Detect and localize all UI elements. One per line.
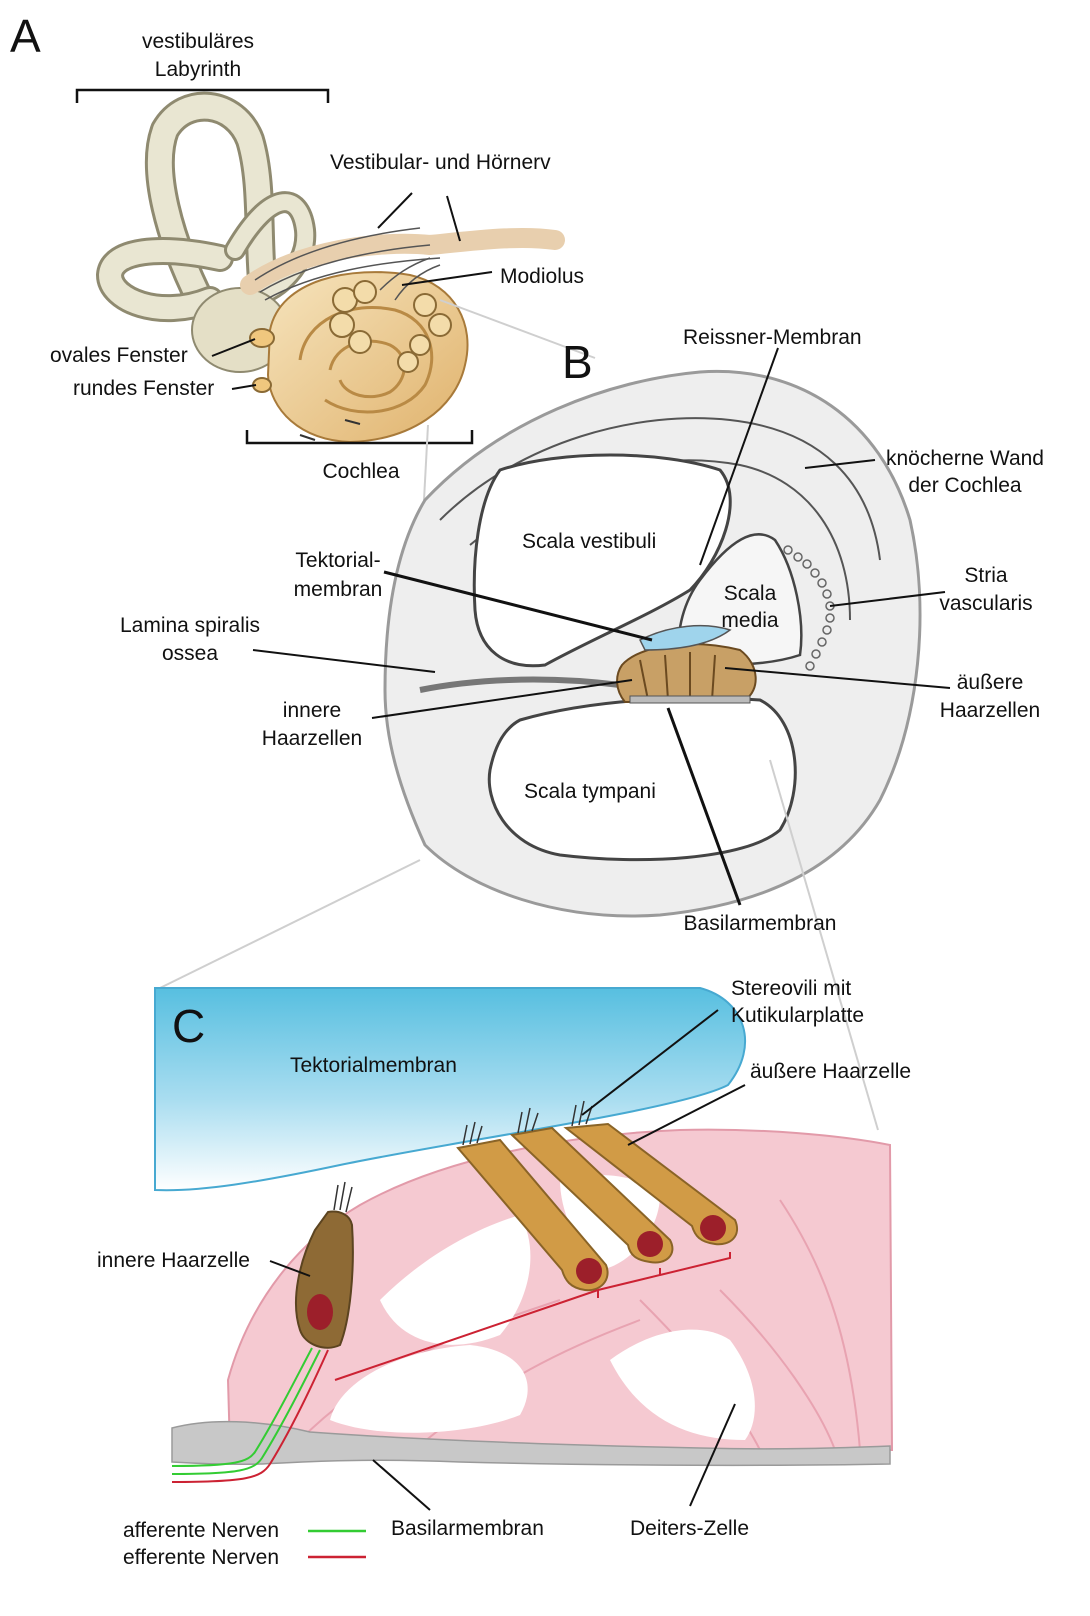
label-scala-tympani: Scala tympani: [524, 780, 656, 803]
label-stereovilli-1: Stereovili mit: [731, 977, 851, 1000]
nerve-leader-1: [378, 193, 412, 228]
label-scala-media-2: media: [721, 609, 779, 632]
panel-a-label: A: [10, 10, 41, 62]
label-inner-hair-cell: innere Haarzelle: [97, 1249, 250, 1272]
label-lamina-2: ossea: [162, 642, 218, 665]
label-outer-hair-cells-1: äußere: [957, 671, 1024, 694]
inner-hair-cell: [296, 1182, 353, 1348]
label-deiters: Deiters-Zelle: [630, 1517, 749, 1540]
label-nerve: Vestibular- und Hörnerv: [330, 151, 551, 174]
legend-efferent-label: efferente Nerven: [123, 1546, 279, 1569]
label-lamina-1: Lamina spiralis: [120, 614, 260, 637]
zoom-guide-bc-1: [160, 860, 420, 988]
label-bony-wall-1: knöcherne Wand: [886, 447, 1044, 470]
label-inner-hair-cells-2: Haarzellen: [262, 727, 362, 750]
legend-afferent-label: afferente Nerven: [123, 1519, 279, 1542]
label-scala-vestibuli: Scala vestibuli: [522, 530, 656, 553]
label-bony-wall-2: der Cochlea: [908, 474, 1022, 497]
panel-b-label: B: [562, 336, 593, 388]
label-basilar-c: Basilarmembran: [391, 1517, 544, 1540]
label-tectorial-c: Tektorialmembran: [290, 1054, 457, 1077]
cochlea-spiral: [268, 272, 468, 442]
label-basilar-b: Basilarmembran: [684, 912, 837, 935]
label-outer-hair-cell: äußere Haarzelle: [750, 1060, 911, 1083]
label-reissner: Reissner-Membran: [683, 326, 862, 349]
label-stereovilli-2: Kutikularplatte: [731, 1004, 864, 1027]
panel-c-label: C: [172, 1000, 205, 1052]
basilar-leader-c: [373, 1460, 430, 1510]
label-cochlea: Cochlea: [322, 460, 399, 483]
label-tectorial-b-2: membran: [294, 578, 383, 601]
zoom-guide-ab-2: [424, 425, 428, 500]
label-vestibular-labyrinth-2: Labyrinth: [155, 58, 241, 81]
label-vestibular-labyrinth-1: vestibuläres: [142, 30, 254, 53]
label-stria-2: vascularis: [939, 592, 1032, 615]
oval-window: [250, 329, 274, 347]
organ-of-corti: [617, 644, 756, 702]
label-outer-hair-cells-2: Haarzellen: [940, 699, 1040, 722]
label-inner-hair-cells-1: innere: [283, 699, 341, 722]
panel-a: A vestibuläres Labyrinth Vestibular- und…: [10, 10, 595, 500]
nerve-legend: afferente Nerven efferente Nerven: [123, 1519, 366, 1569]
label-modiolus: Modiolus: [500, 265, 584, 288]
label-scala-media-1: Scala: [724, 582, 777, 605]
label-tectorial-b-1: Tektorial-: [295, 549, 380, 572]
basilar-membrane-b: [630, 696, 750, 703]
label-stria-1: Stria: [964, 564, 1008, 587]
label-round-window: rundes Fenster: [73, 377, 214, 400]
scala-tympani: [489, 698, 795, 859]
panel-c: C Stereovili mit Kutikularplatte Tektori…: [97, 977, 911, 1540]
label-oval-window: ovales Fenster: [50, 344, 188, 367]
